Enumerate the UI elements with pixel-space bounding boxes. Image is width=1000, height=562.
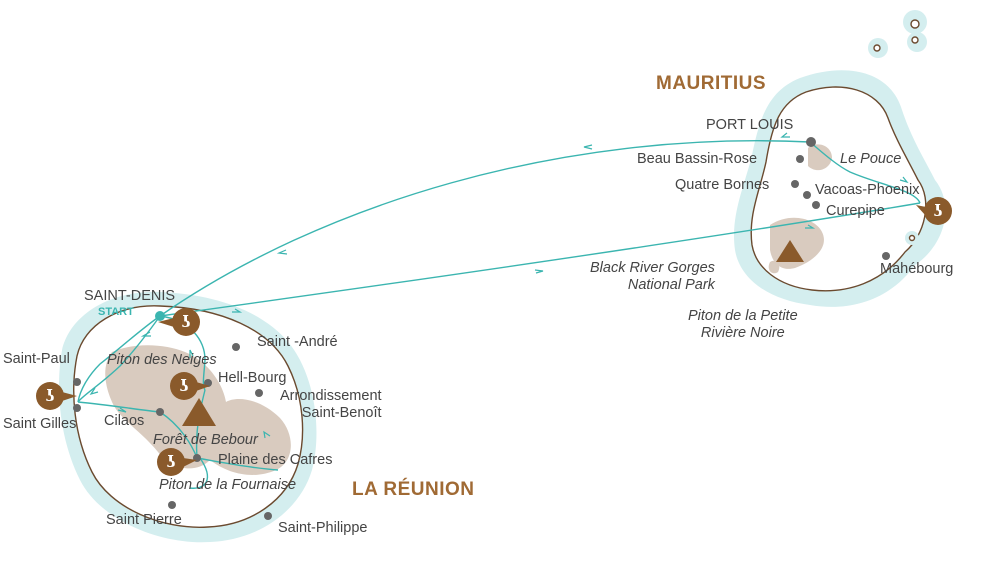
town-dot-icon (796, 155, 804, 163)
town-dot-icon (156, 408, 164, 416)
place-label-curepipe: Curepipe (826, 203, 885, 219)
town-dot-icon (255, 389, 263, 397)
place-label-vacoas-phoenix: Vacoas-Phoenix (815, 182, 920, 198)
place-label-piton-de-la-fournaise: Piton de la Fournaise (159, 477, 297, 493)
town-dot-icon (806, 137, 816, 147)
place-label-piton-petite-riviere-noire: Piton de la Petite Rivière Noire (688, 308, 798, 341)
country-label-reunion: LA RÉUNION (352, 479, 475, 500)
place-label-saint-paul: Saint-Paul (3, 351, 70, 367)
place-label-foret-de-bebour: Forêt de Bebour (153, 432, 258, 448)
svg-text:ʖ: ʖ (934, 201, 943, 220)
town-dot-icon (232, 343, 240, 351)
place-label-saint-denis: SAINT-DENIS (84, 288, 176, 304)
place-label-saint-philippe: Saint-Philippe (278, 520, 368, 536)
hotel-pin-icon: ʖ (916, 197, 952, 225)
place-label-black-river-gorges: Black River Gorges National Park (590, 260, 715, 293)
place-label-saint-pierre: Saint Pierre (106, 512, 182, 528)
hotel-pin-icon: ʖ (157, 448, 197, 476)
place-label-saint-gilles: Saint Gilles (3, 416, 77, 432)
hotel-pins: ʖ ʖ ʖ ʖ ʖ (36, 197, 952, 476)
svg-text:ʖ: ʖ (180, 376, 189, 395)
country-label-mauritius: MAURITIUS (656, 73, 767, 94)
town-dot-icon (812, 201, 820, 209)
place-label-port-louis: PORT LOUIS (706, 117, 794, 133)
place-label-saint-andre: Saint -André (257, 334, 338, 350)
place-label-quatre-bornes: Quatre Bornes (675, 177, 770, 193)
town-dot-icon (168, 501, 176, 509)
svg-text:ʖ: ʖ (46, 386, 55, 405)
mountain-icon (182, 398, 216, 426)
place-label-plaine-des-cafres: Plaine des Cafres (218, 452, 333, 468)
svg-text:ʖ: ʖ (182, 312, 191, 331)
start-label: START (98, 306, 134, 318)
hotel-pin-icon: ʖ (158, 308, 200, 336)
town-dots (73, 137, 890, 520)
town-dot-icon (791, 180, 799, 188)
svg-text:ʖ: ʖ (167, 452, 176, 471)
place-label-piton-des-neiges: Piton des Neiges (107, 352, 217, 368)
town-dot-icon (264, 512, 272, 520)
town-dot-icon (73, 404, 81, 412)
start-dot-icon (155, 311, 165, 321)
place-label-hell-bourg: Hell-Bourg (218, 370, 287, 386)
town-dot-icon (73, 378, 81, 386)
place-label-le-pouce: Le Pouce (840, 151, 902, 167)
hotel-pin-icon: ʖ (36, 382, 77, 410)
town-dot-icon (882, 252, 890, 260)
mountain-icon (776, 240, 804, 262)
place-label-mahebourg: Mahébourg (880, 261, 954, 277)
place-label-arrondissement-saint-benoit: Arrondissement Saint-Benoît (280, 388, 382, 421)
place-label-beau-bassin-rose: Beau Bassin-Rose (637, 151, 758, 167)
place-label-cilaos: Cilaos (104, 413, 145, 429)
town-dot-icon (803, 191, 811, 199)
hotel-pin-icon: ʖ (170, 372, 210, 400)
